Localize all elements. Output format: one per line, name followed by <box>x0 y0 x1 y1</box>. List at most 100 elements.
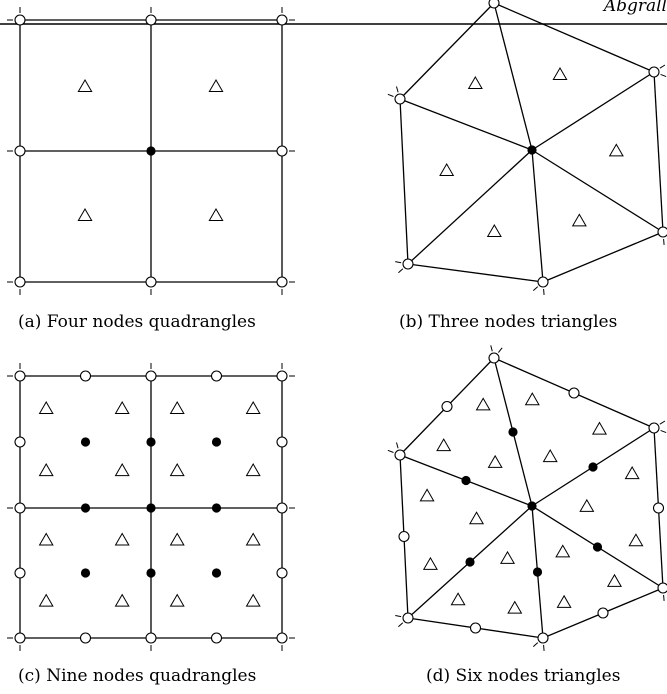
filled-node <box>146 146 156 156</box>
open-node <box>14 502 26 514</box>
quadrature-triangle <box>555 544 571 558</box>
quadrature-triangle <box>552 66 568 81</box>
open-node <box>441 400 453 413</box>
mesh-edge-b <box>531 149 664 233</box>
open-node <box>488 0 500 9</box>
quadrature-triangle <box>169 463 185 477</box>
filled-node <box>80 503 91 513</box>
quadrature-triangle <box>245 593 261 607</box>
quadrature-triangle <box>169 532 185 546</box>
quadrature-triangle <box>524 392 540 406</box>
caption-d: (d) Six nodes triangles <box>426 666 621 686</box>
open-node <box>276 370 288 382</box>
quadrature-triangle <box>608 143 624 157</box>
mesh-edge-b <box>399 98 409 265</box>
quadrature-triangle <box>169 400 185 415</box>
quadrature-triangle <box>38 400 54 415</box>
filled-node <box>532 567 543 577</box>
open-node <box>210 370 223 382</box>
open-node <box>657 226 667 238</box>
quadrature-triangle <box>245 463 261 477</box>
mesh-edge-b <box>399 98 533 151</box>
open-node <box>648 66 660 78</box>
open-node <box>394 449 406 461</box>
boundary-tick <box>660 73 667 78</box>
quadrature-triangle <box>419 488 435 502</box>
quadrature-triangle <box>208 207 224 222</box>
quadrature-triangle <box>38 593 54 607</box>
filled-node <box>80 568 91 578</box>
filled-node <box>527 145 537 155</box>
open-node <box>145 14 157 26</box>
quadrature-triangle <box>114 400 130 415</box>
quadrature-triangle <box>114 593 130 607</box>
mesh-edge-b <box>399 2 495 100</box>
caption-b: (b) Three nodes triangles <box>399 312 618 332</box>
open-node <box>276 145 288 157</box>
open-node <box>276 632 288 644</box>
boundary-tick <box>497 347 503 353</box>
quadrature-triangle <box>467 75 483 90</box>
open-node <box>402 612 414 624</box>
quadrature-triangle <box>422 556 438 570</box>
open-node <box>79 370 92 382</box>
quadrature-triangle <box>624 466 640 480</box>
quadrature-triangle <box>114 532 130 546</box>
caption-a: (a) Four nodes quadrangles <box>18 312 256 332</box>
open-node <box>276 276 288 288</box>
quadrature-triangle <box>500 550 516 564</box>
filled-node <box>508 427 518 437</box>
open-node <box>537 632 549 644</box>
filled-node <box>80 437 91 447</box>
boundary-tick <box>532 286 539 292</box>
filled-node <box>211 437 222 447</box>
open-node <box>14 14 26 26</box>
running-head: Abgrall <box>603 0 667 16</box>
boundary-tick <box>398 268 404 274</box>
mesh-edge-b <box>531 71 655 151</box>
open-node <box>568 387 580 399</box>
filled-node <box>211 568 222 578</box>
filled-node <box>465 557 475 567</box>
open-node <box>79 632 92 644</box>
open-node <box>210 632 223 644</box>
boundary-tick <box>659 420 666 425</box>
open-node <box>276 502 288 514</box>
filled-node <box>588 462 598 472</box>
quadrature-triangle <box>169 593 185 607</box>
quadrature-triangle <box>114 463 130 477</box>
open-node <box>648 422 660 434</box>
filled-node <box>146 503 156 513</box>
open-node <box>402 258 414 270</box>
boundary-tick <box>395 261 402 264</box>
mesh-edge-b <box>542 231 664 283</box>
quadrature-triangle <box>606 573 622 587</box>
quadrature-triangle <box>450 592 466 606</box>
quadrature-triangle <box>542 449 558 463</box>
quadrature-triangle <box>579 498 595 512</box>
mesh-edge-b <box>407 263 544 283</box>
open-node <box>145 370 157 382</box>
boundary-tick <box>659 64 666 69</box>
open-node <box>145 632 157 644</box>
filled-node <box>146 437 156 447</box>
quadrature-triangle <box>38 532 54 546</box>
open-node <box>14 145 26 157</box>
quadrature-triangle <box>628 533 644 547</box>
open-node <box>14 370 26 382</box>
quadrature-triangle <box>208 78 224 93</box>
quadrature-triangle <box>556 594 572 608</box>
quadrature-triangle <box>487 454 503 468</box>
quadrature-triangle <box>436 438 452 452</box>
quadrature-triangle <box>38 463 54 477</box>
quadrature-triangle <box>439 162 455 177</box>
open-node <box>145 276 157 288</box>
open-node <box>14 632 26 644</box>
quadrature-triangle <box>245 532 261 546</box>
open-node <box>14 567 26 579</box>
filled-node <box>592 542 603 552</box>
mesh-edge-b <box>407 149 533 265</box>
open-node <box>14 276 26 288</box>
